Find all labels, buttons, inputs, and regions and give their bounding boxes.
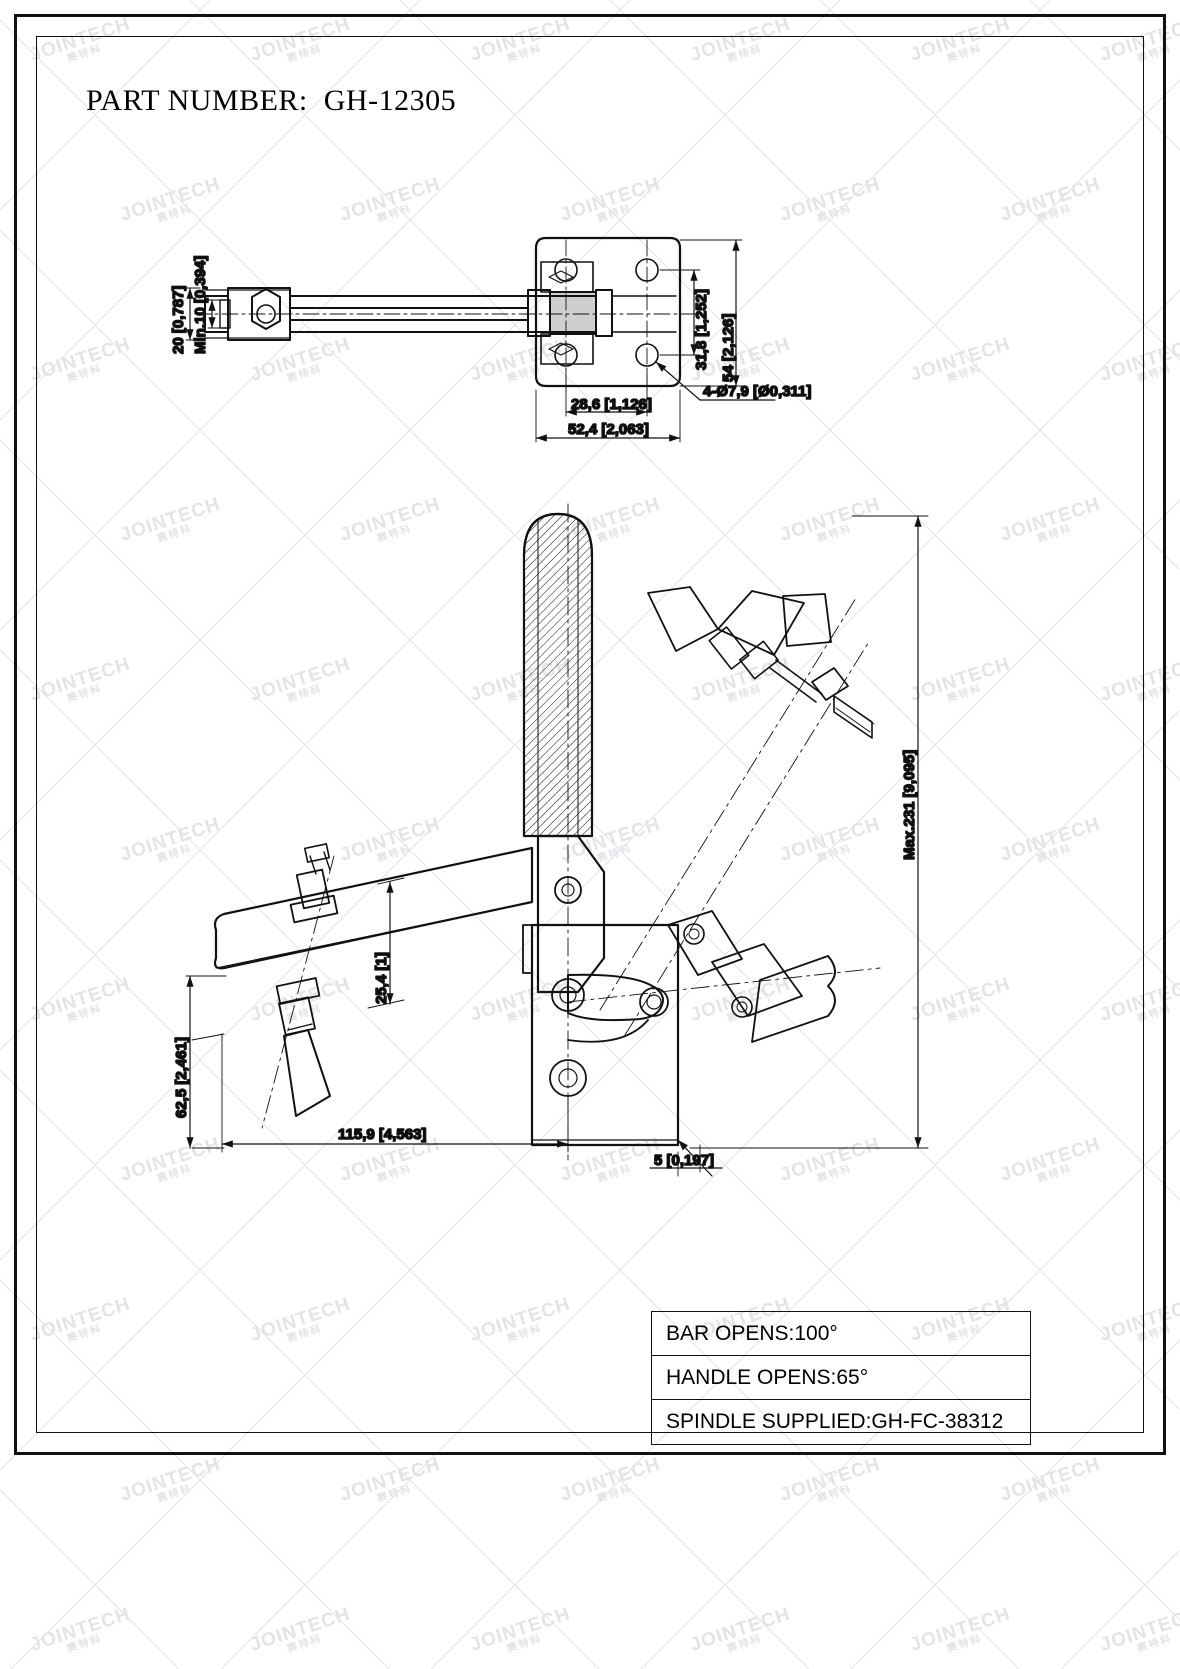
side-view-spindle-lower	[275, 977, 331, 1117]
dim-label-base-width: 54 [2,126]	[720, 314, 737, 382]
top-view-pivot-block	[527, 289, 613, 337]
spec-row-bar-opens: BAR OPENS:100°	[652, 1312, 1030, 1356]
dim-holes-leader	[655, 361, 776, 401]
side-view-centerlines	[261, 503, 881, 1161]
top-view-bar-arms	[289, 295, 677, 333]
sheet-border-inner	[36, 36, 1144, 1433]
side-view-open-bar	[647, 586, 875, 739]
dim-label-bar-thickness: 20 [0,787]	[170, 286, 187, 354]
dim-label-min-spindle: Min.10 [0,394]	[192, 256, 209, 354]
side-view-open-lower-arm	[667, 910, 836, 1043]
side-view-bar-arm	[213, 846, 534, 970]
dim-bar-thickness	[185, 287, 201, 341]
side-view-extension-lines	[689, 515, 929, 1149]
side-view-handle-shank	[536, 834, 606, 994]
dim-spindle-height	[367, 877, 405, 1009]
dim-hole-spacing-h	[565, 367, 648, 417]
dim-label-spindle-height: 25,4 [1]	[373, 952, 390, 1004]
dim-base-width	[679, 239, 743, 387]
dim-hole-spacing-v	[659, 269, 701, 356]
spec-row-spindle-supplied: SPINDLE SUPPLIED:GH-FC-38312	[666, 1410, 1004, 1433]
dim-plate-thickness	[649, 1139, 723, 1177]
dim-label-holes-note: 4-Ø7,9 [Ø0,311]	[703, 383, 811, 400]
dim-bar-drop	[185, 975, 227, 1149]
dim-label-max-height: Max.231 [9,095]	[901, 750, 918, 860]
side-view-spindle-upper	[289, 843, 339, 924]
dim-label-hole-spacing-h: 28,6 [1,126]	[571, 396, 652, 413]
sheet-border-outer	[14, 14, 1166, 1455]
top-view-centerlines	[194, 239, 701, 393]
side-view-body	[522, 923, 680, 1147]
dim-label-base-length: 52,4 [2,063]	[568, 421, 649, 438]
side-view-handle	[522, 512, 594, 838]
top-view-base-plate	[534, 236, 682, 388]
dim-label-plate-thickness: 5 [0,197]	[654, 1152, 714, 1169]
dim-min-spindle	[207, 299, 221, 329]
spec-table: BAR OPENS:100° HANDLE OPENS:65° SPINDLE …	[651, 1311, 1031, 1445]
dim-base-length	[535, 389, 681, 443]
spec-row-handle-opens: HANDLE OPENS:65°	[652, 1356, 1030, 1400]
dim-label-bar-drop: 62,5 [2,461]	[173, 1037, 190, 1118]
page-title: PART NUMBER: GH-12305	[86, 84, 457, 117]
dim-label-hole-spacing-v: 31,8 [1,252]	[693, 289, 710, 370]
dim-label-reach: 115,9 [4,563]	[338, 1126, 426, 1143]
dim-reach	[221, 1033, 569, 1153]
